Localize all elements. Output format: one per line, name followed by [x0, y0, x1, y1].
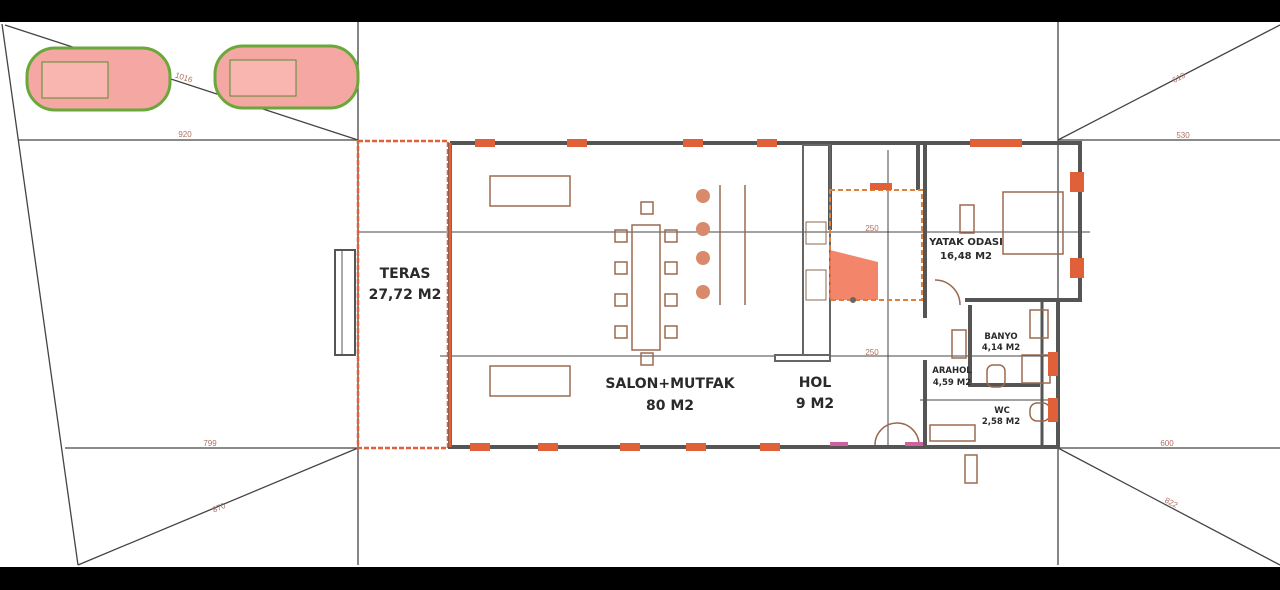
- bar-stools: [696, 189, 710, 299]
- walls: [448, 141, 1082, 449]
- dimension-diagonal-top-right: 619: [1171, 70, 1187, 84]
- room-wc-name: WC: [994, 406, 1010, 416]
- room-wc-area: 2,58 M2: [982, 417, 1020, 427]
- wc-sink: [929, 424, 976, 442]
- dimension-diagonal-bottom-right: 822: [1163, 496, 1179, 510]
- kitchen-wall-end: [774, 354, 831, 362]
- dimension-diagonal-bottom-left: 870: [211, 501, 227, 515]
- sofa-top: [489, 175, 571, 207]
- staircase-steps: [830, 250, 878, 300]
- diagonal-top-right: [1057, 24, 1280, 141]
- room-arahol-area: 4,59 M2: [933, 378, 971, 388]
- terrace-outline: [356, 139, 450, 450]
- door-swing-bedroom: [934, 279, 961, 306]
- sofa-bottom: [489, 365, 571, 397]
- room-hol-name: HOL: [799, 375, 832, 391]
- room-hol-area: 9 M2: [796, 396, 834, 412]
- diagonal-bottom-right: [1057, 447, 1280, 566]
- outdoor-unit: [964, 454, 978, 484]
- diagonal-bottom-left: [77, 447, 359, 566]
- dimension-top-right: 530: [1176, 131, 1190, 140]
- room-salon-name: SALON+MUTFAK: [605, 376, 735, 392]
- furniture: [489, 175, 1064, 484]
- room-teras-area: 27,72 M2: [369, 287, 442, 303]
- windows: [470, 139, 1084, 451]
- dimension-top-left: 920: [178, 130, 192, 139]
- washbasin: [1029, 309, 1049, 339]
- terrace-door: [334, 249, 356, 356]
- dimension-bottom-left: 799: [203, 439, 217, 448]
- site-lines: [1, 22, 1280, 566]
- dining-table: [631, 224, 661, 351]
- room-salon-area: 80 M2: [646, 398, 694, 414]
- diagonal-top-left: [4, 24, 359, 141]
- sink: [805, 269, 827, 301]
- room-yatak-area: 16,48 M2: [940, 251, 992, 262]
- car-2: [213, 44, 360, 110]
- toilet-banyo: [986, 364, 1006, 388]
- car-1: [25, 46, 172, 112]
- cooktop: [805, 221, 827, 245]
- room-arahol-name: ARAHOL: [932, 366, 972, 376]
- room-banyo-area: 4,14 M2: [982, 343, 1020, 353]
- bed: [1002, 191, 1064, 255]
- dimension-bottom-right: 600: [1160, 439, 1174, 448]
- plan-background: [0, 22, 1280, 567]
- room-teras-name: TERAS: [380, 266, 431, 282]
- cabinet: [951, 329, 967, 359]
- dimension-diagonal-top-left: 1016: [174, 71, 194, 85]
- staircase-post: [850, 297, 856, 303]
- door-swing-entrance: [874, 422, 920, 446]
- wardrobe: [959, 204, 975, 234]
- lot-boundary-left: [1, 23, 79, 566]
- dimension-hol-mid: 250: [865, 348, 879, 357]
- room-banyo-name: BANYO: [984, 332, 1017, 342]
- dimension-hol-top: 250: [865, 224, 879, 233]
- room-yatak-name: YATAK ODASI: [928, 237, 1003, 248]
